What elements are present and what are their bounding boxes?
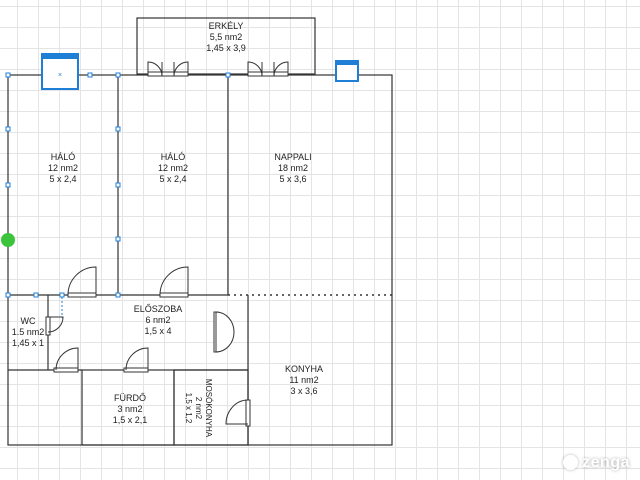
door-laundry[interactable]: [225, 399, 251, 427]
room-label-eloszoba: ELŐSZOBA 6 nm2 1,5 x 4: [133, 304, 183, 336]
balcony-door-right[interactable]: [247, 61, 289, 77]
door-bedroom-2[interactable]: [159, 266, 189, 298]
door-wc-lower[interactable]: [53, 347, 79, 373]
door-bathroom[interactable]: [123, 347, 149, 373]
selection-handles[interactable]: [5, 72, 231, 298]
balcony-door-left[interactable]: [147, 61, 189, 77]
zenga-watermark: zenga: [563, 454, 630, 472]
door-bedroom-1[interactable]: [67, 266, 97, 298]
room-label-nappali: NAPPALI 18 nm2 5 x 3,6: [274, 152, 312, 184]
drag-handle-icon[interactable]: [1, 233, 15, 247]
room-label-halo-1: HÁLÓ 12 nm2 5 x 2,4: [47, 152, 79, 184]
zenga-logo-icon: [563, 455, 579, 470]
room-label-halo-2: HÁLÓ 12 nm2 5 x 2,4: [157, 152, 189, 184]
room-label-wc: WC 1.5 nm2 1,45 x 1: [11, 316, 45, 348]
room-label-mosokonyha: MOSÓKONYHA 2 nm2 1,5 x 1,2: [184, 378, 213, 438]
svg-text:×: ×: [58, 72, 62, 79]
room-label-konyha: KONYHA 11 nm2 3 x 3,6: [284, 364, 324, 396]
door-wc[interactable]: [45, 316, 64, 336]
room-label-furdo: FÜRDŐ 3 nm2 1,5 x 2,1: [112, 393, 148, 425]
door-kitchen[interactable]: [213, 311, 235, 353]
room-label-erkely: ERKÉLY 5,5 nm2 1,45 x 3,9: [206, 21, 246, 53]
window-icon[interactable]: [335, 60, 359, 82]
window-icon[interactable]: ×: [41, 53, 79, 90]
